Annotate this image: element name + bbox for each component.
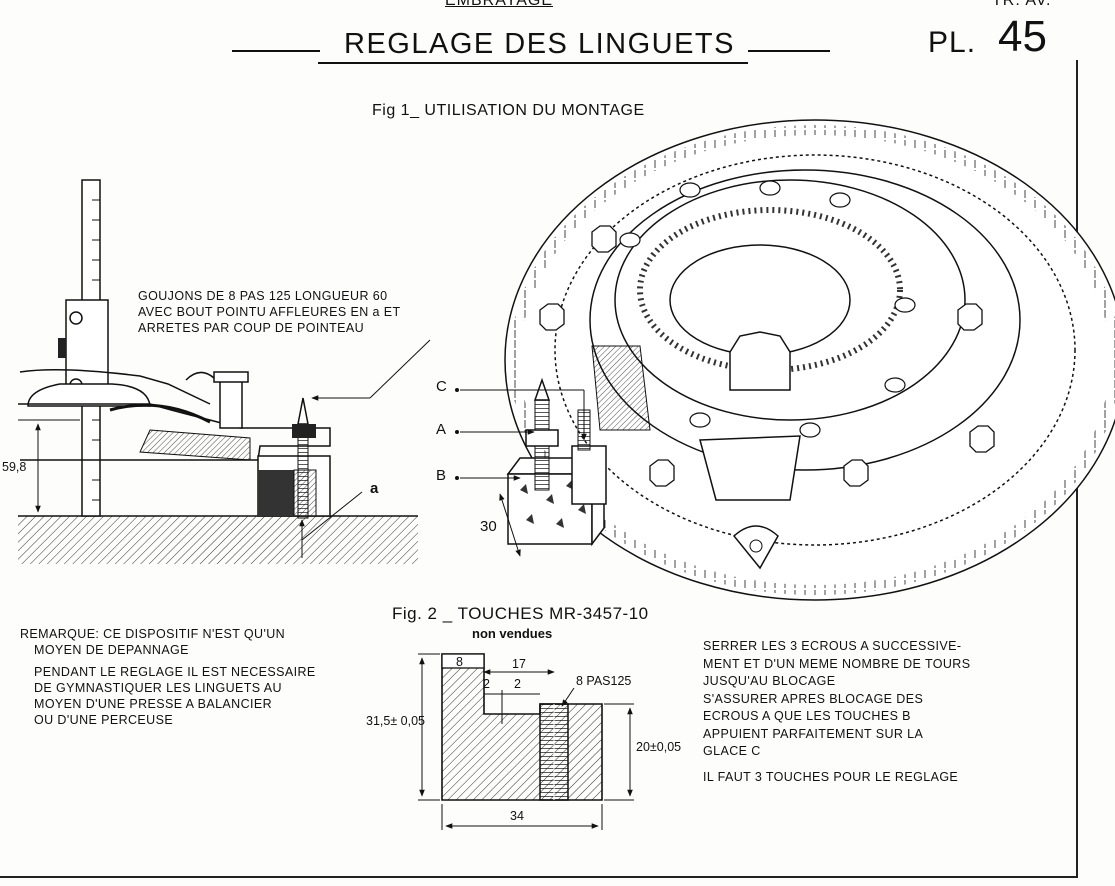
left-section-view [18,179,431,564]
remark-line: REMARQUE: CE DISPOSITIF N'EST QU'UN [20,627,286,641]
stud-note-line: AVEC BOUT POINTU AFFLEURES EN a ET [138,305,401,319]
title-rule-left [232,50,320,52]
block-width-dimension: 30 [480,518,497,535]
dim-top-right: 17 [512,657,526,671]
touch-block-perspective [455,377,607,557]
title-underline [318,62,748,64]
remark-line: MOYEN D'UNE PRESSE A BALANCIER [34,697,273,711]
height-dimension: 59,8 [2,460,27,474]
plate-number: 45 [998,12,1047,61]
remark-line: PENDANT LE REGLAGE IL EST NECESSAIRE [34,665,316,679]
plate-label: PL. [928,26,977,59]
instruction-line: APPUIENT PARFAITEMENT SUR LA [703,726,924,741]
figure2-caption: Fig. 2 _ TOUCHES MR-3457-10 [392,604,649,623]
dim-step-b: 2 [514,677,521,691]
instruction-line: MENT ET D'UN MEME NOMBRE DE TOURS [703,656,971,671]
instruction-line: SERRER LES 3 ECROUS A SUCCESSIVE- [703,639,962,653]
instructions-block: SERRER LES 3 ECROUS A SUCCESSIVE- MENT E… [703,638,970,786]
figure1-caption: Fig 1_ UTILISATION DU MONTAGE [372,102,645,119]
callout-c: C [436,378,447,395]
callout-a: A [436,421,447,438]
fig2-section-drawing [418,653,634,830]
planche-reference: TR. AV. [992,0,1052,9]
dim-thread-height: 20±0,05 [636,740,682,754]
remark-line: DE GYMNASTIQUER LES LINGUETS AU [34,681,282,695]
dim-step-a: 2 [483,677,490,691]
section-label: EMBRAYAGE [445,0,553,9]
figure2-subcaption: non vendues [472,626,553,641]
stud-note-line: ARRETES PAR COUP DE POINTEAU [138,321,365,335]
remark-line: MOYEN DE DEPANNAGE [34,643,189,657]
callout-b: B [436,467,447,484]
dim-total-height: 31,5± 0,05 [366,714,425,728]
instruction-line: JUSQU'AU BLOCAGE [703,674,836,688]
instruction-line: GLACE C [703,744,761,758]
instruction-line: ECROUS A QUE LES TOUCHES B [703,709,911,723]
instruction-line: S'ASSURER APRES BLOCAGE DES [703,691,924,706]
page-title: REGLAGE DES LINGUETS [344,28,735,60]
remarks-block: REMARQUE: CE DISPOSITIF N'EST QU'UN MOYE… [20,626,316,728]
clutch-assembly-view [504,119,1115,601]
instruction-line: IL FAUT 3 TOUCHES POUR LE REGLAGE [703,769,959,784]
dim-total-width: 34 [510,809,524,823]
callout-a-lower: a [370,480,379,497]
stud-note: GOUJONS DE 8 PAS 125 LONGUEUR 60 AVEC BO… [138,288,401,336]
title-rule-right [748,50,830,52]
remark-line: OU D'UNE PERCEUSE [34,713,174,727]
dim-top-left: 8 [456,655,463,669]
stud-note-line: GOUJONS DE 8 PAS 125 LONGUEUR 60 [138,289,388,303]
frame-bottom-border [0,876,1078,878]
dim-thread: 8 PAS125 [576,674,632,688]
